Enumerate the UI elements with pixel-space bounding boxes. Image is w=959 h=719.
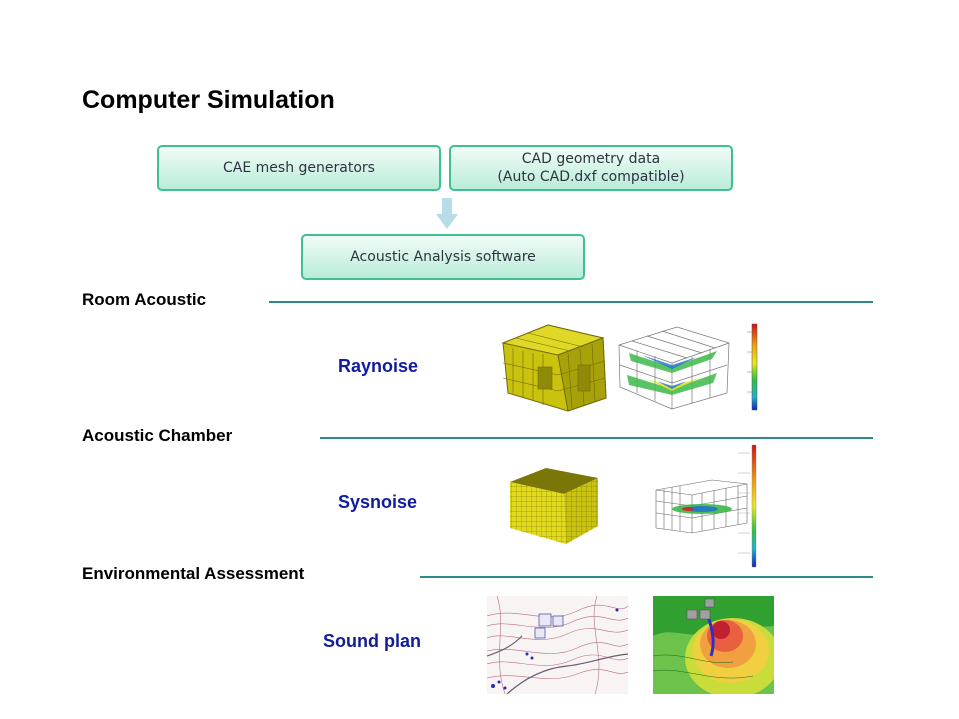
software-label-sysnoise: Sysnoise bbox=[338, 492, 418, 512]
acoustic-analysis-software-box: Acoustic Analysis software bbox=[301, 234, 585, 280]
room-sound-field-image bbox=[618, 326, 730, 410]
cad-geometry-label: CAD geometry data bbox=[521, 151, 661, 167]
room-mesh-model-image bbox=[501, 324, 607, 412]
section-heading-acoustic-chamber: Acoustic Chamber bbox=[82, 426, 233, 445]
cad-geometry-data-box: CAD geometry data (Auto CAD.dxf compatib… bbox=[449, 145, 733, 191]
down-arrow-icon bbox=[436, 198, 458, 229]
page-title: Computer Simulation bbox=[82, 86, 335, 114]
color-scale-legend bbox=[747, 323, 758, 411]
noise-level-map-image bbox=[653, 596, 774, 694]
section-divider bbox=[269, 301, 873, 303]
chamber-mesh-box-image bbox=[510, 468, 598, 544]
cae-mesh-label: CAE mesh generators bbox=[223, 160, 375, 176]
software-label-sound-plan: Sound plan bbox=[323, 631, 421, 651]
chamber-sound-field-image bbox=[655, 444, 757, 568]
cae-mesh-generators-box: CAE mesh generators bbox=[157, 145, 441, 191]
software-label-raynoise: Raynoise bbox=[338, 356, 419, 376]
section-divider bbox=[420, 576, 873, 578]
section-divider bbox=[320, 437, 873, 439]
cad-compatibility-label: (Auto CAD.dxf compatible) bbox=[497, 169, 685, 185]
site-contour-map-image bbox=[487, 596, 628, 694]
acoustic-analysis-label: Acoustic Analysis software bbox=[350, 249, 536, 265]
section-heading-room-acoustic: Room Acoustic bbox=[82, 290, 207, 309]
section-heading-environmental-assessment: Environmental Assessment bbox=[82, 564, 305, 583]
